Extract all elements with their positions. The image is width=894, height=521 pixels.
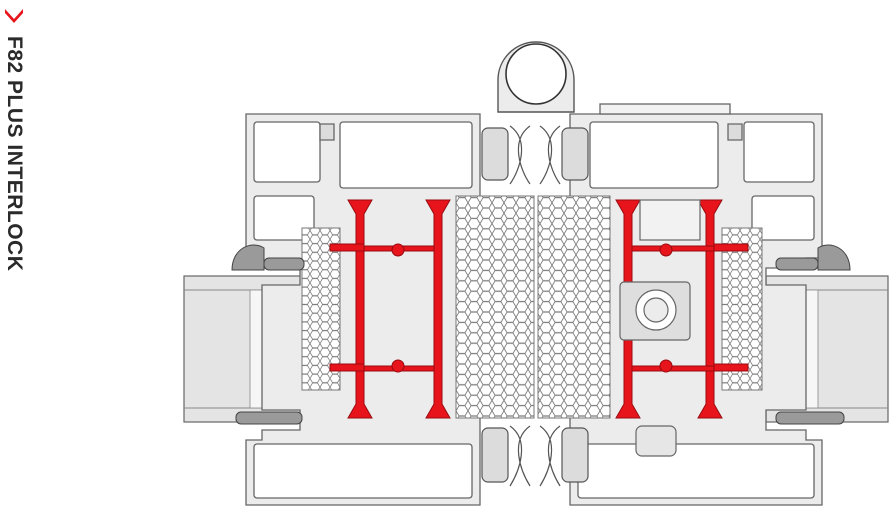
roller-wheel	[497, 41, 575, 113]
glazing-gasket-right	[775, 244, 851, 425]
thermal-break-left	[329, 199, 451, 419]
lock-mechanism	[619, 199, 701, 457]
glazing-gasket-left	[231, 244, 305, 425]
interlock-gasket-top	[481, 125, 589, 185]
section-title: F82 PLUS INTERLOCK	[3, 36, 26, 272]
insulation-core	[301, 195, 763, 419]
interlock-gasket-bottom	[481, 425, 589, 487]
chevron-down-icon	[5, 9, 23, 23]
